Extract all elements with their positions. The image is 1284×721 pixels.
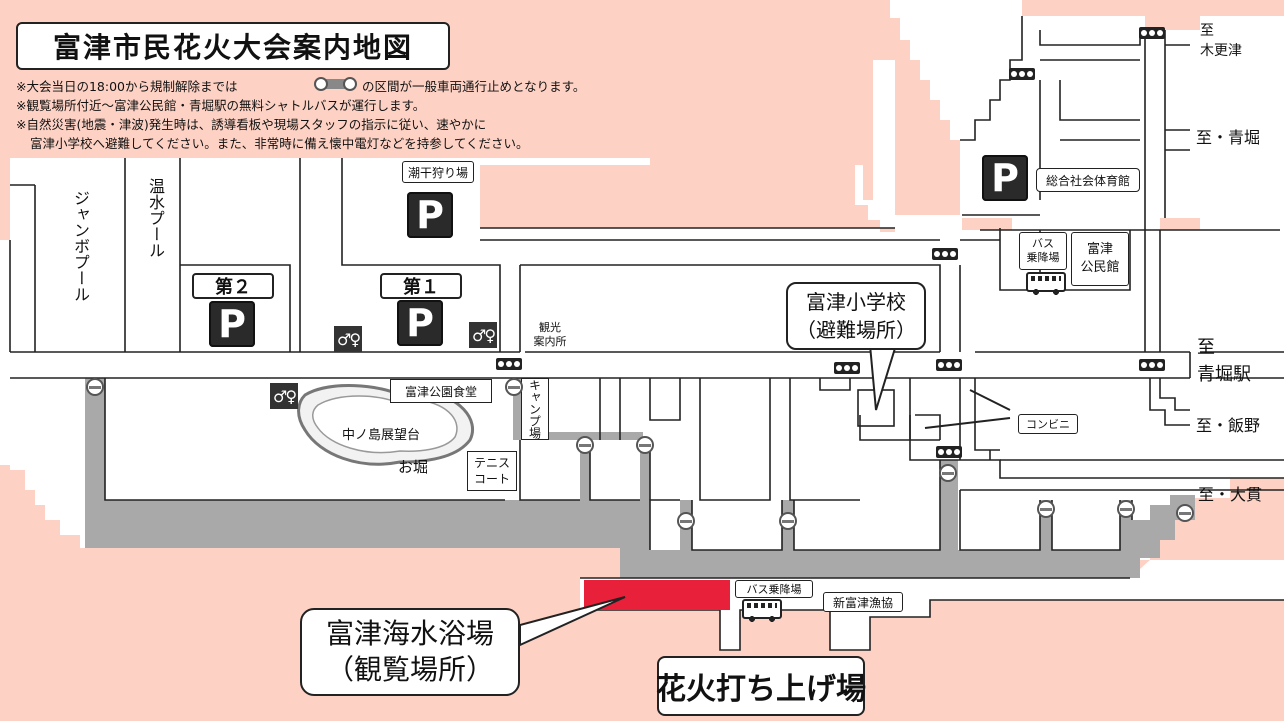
community-center-line-2: 公民館 xyxy=(1080,260,1120,275)
traffic-signal-icon xyxy=(496,358,522,370)
school-callout: 富津小学校 （避難場所） xyxy=(786,282,926,350)
map-title: 富津市民花火大会案内地図 xyxy=(16,22,450,70)
traffic-signal-icon xyxy=(1139,27,1165,39)
note-shuttle: ※観覧場所付近～富津公民館・青堀駅の無料シャトルバスが運行します。 xyxy=(16,98,426,113)
road-closed-icon xyxy=(1117,500,1135,518)
tourist-info-line-2: 案内所 xyxy=(533,335,567,348)
camp-site: キャンプ場 xyxy=(521,378,549,440)
traffic-signal-icon xyxy=(1139,359,1165,371)
traffic-signal-icon xyxy=(936,359,962,371)
ohori-label: お堀 xyxy=(398,458,429,476)
community-center: 富津 公民館 xyxy=(1071,232,1129,286)
parking-2-label: 第２ xyxy=(192,273,274,299)
traffic-signal-icon xyxy=(932,248,958,260)
parking-icon: P xyxy=(397,300,443,346)
closed-road xyxy=(85,378,1195,578)
road-closed-icon xyxy=(505,378,523,396)
traffic-signal-icon xyxy=(834,362,860,374)
bus-icon xyxy=(742,599,782,622)
toilet-icon: ♂♀ xyxy=(334,326,362,352)
bus-stop-town-line-2: 乗降場 xyxy=(1026,251,1060,264)
tourist-info: 観光 案内所 xyxy=(525,318,575,352)
beach-name: 富津海水浴場 xyxy=(325,617,494,650)
parking-icon: P xyxy=(982,155,1028,201)
convenience-store: コンビニ xyxy=(1018,414,1078,434)
dest-onuki: 至・大貫 xyxy=(1198,485,1263,504)
dest-iiyama: 至・飯野 xyxy=(1196,416,1261,435)
onsui-pool-label: 温水プール xyxy=(146,178,165,258)
note-disaster-1: ※自然災害(地震・津波)発生時は、誘導看板や現場スタッフの指示に従い、速やかに xyxy=(16,117,487,132)
traffic-signal-icon xyxy=(936,446,962,458)
road-closed-icon xyxy=(779,512,797,530)
road-closed-icon xyxy=(939,464,957,482)
legend-closed-road xyxy=(314,77,357,91)
road-closed-icon xyxy=(1037,500,1055,518)
gym-label: 総合社会体育館 xyxy=(1036,168,1140,192)
note-closure-suffix: の区間が一般車両通行止めとなります。 xyxy=(362,79,586,94)
toilet-icon: ♂♀ xyxy=(270,383,298,409)
dest-aohori: 至・青堀 xyxy=(1196,128,1261,147)
road-closed-icon xyxy=(677,512,695,530)
bus-stop-town-line-1: バス xyxy=(1032,237,1054,250)
road-lines xyxy=(9,16,1284,651)
tennis-line-2: コート xyxy=(473,472,510,486)
shiohigari-label: 潮干狩り場 xyxy=(402,161,474,183)
road-closed-icon xyxy=(86,378,104,396)
school-name: 富津小学校 xyxy=(806,290,906,314)
bus-stop-town: バス 乗降場 xyxy=(1019,232,1067,270)
dest-aohori-station-name: 青堀駅 xyxy=(1197,364,1251,385)
jumbo-pool-label: ジャンボプール xyxy=(71,190,90,302)
launch-site-label: 花火打ち上げ場 xyxy=(656,656,866,716)
tourist-info-line-1: 観光 xyxy=(539,321,561,334)
tennis-court: テニス コート xyxy=(467,451,517,491)
bus-icon xyxy=(1026,272,1066,295)
note-disaster-2: 富津小学校へ避難してください。また、非常時に備え懐中電灯などを持参してください。 xyxy=(30,136,529,151)
traffic-signal-icon xyxy=(1009,68,1035,80)
school-note: （避難場所） xyxy=(796,318,916,342)
beach-callout: 富津海水浴場 （観覧場所） xyxy=(300,608,520,696)
dest-kisarazu-prefix: 至 xyxy=(1200,23,1214,39)
dest-aohori-station-prefix: 至 xyxy=(1197,337,1215,358)
road-closed-icon xyxy=(636,436,654,454)
beach-note: （観覧場所） xyxy=(325,653,494,686)
tennis-line-1: テニス xyxy=(473,456,510,470)
toilet-icon: ♂♀ xyxy=(469,322,497,348)
road-closed-icon xyxy=(576,436,594,454)
community-center-line-1: 富津 xyxy=(1086,242,1113,257)
fishery: 新富津漁協 xyxy=(823,592,903,612)
nakanoshima-label: 中ノ島展望台 xyxy=(342,428,421,443)
park-restaurant: 富津公園食堂 xyxy=(390,379,492,403)
parking-icon: P xyxy=(209,301,255,347)
parking-1-label: 第１ xyxy=(380,273,462,299)
note-closure-prefix: ※大会当日の18:00から規制解除までは xyxy=(16,79,238,94)
bus-stop-beach: バス乗降場 xyxy=(735,580,813,598)
dest-kisarazu-name: 木更津 xyxy=(1200,43,1242,59)
parking-icon: P xyxy=(407,192,453,238)
road-closed-icon xyxy=(1176,504,1194,522)
callout-pointers xyxy=(519,344,898,647)
